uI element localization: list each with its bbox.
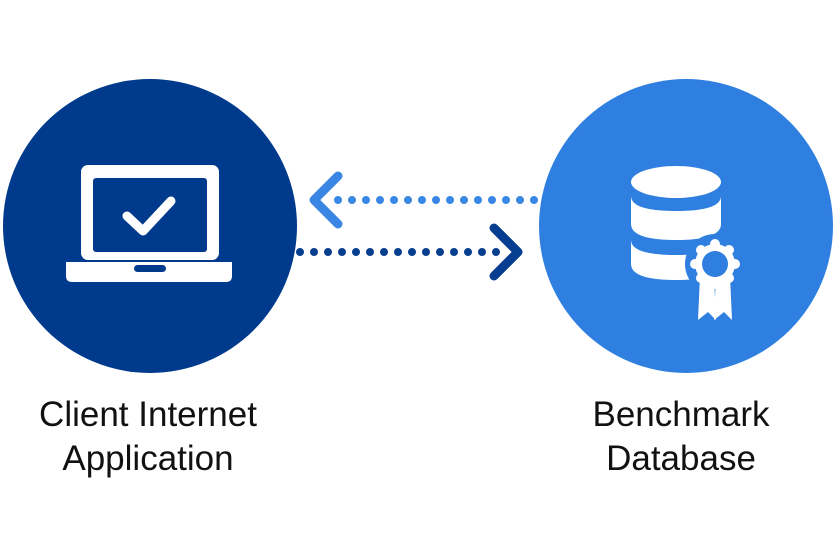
- client-label: Client Internet Application: [0, 393, 308, 481]
- database-label-line1: Benchmark: [592, 395, 770, 434]
- arrow-database-to-client: [309, 171, 544, 229]
- laptop-check-icon: [66, 165, 232, 282]
- database-node: [539, 79, 833, 373]
- arrow-client-to-database: [296, 223, 523, 281]
- database-certified-icon: [631, 166, 745, 320]
- database-label-line2: Database: [606, 439, 756, 478]
- database-label: Benchmark Database: [521, 393, 840, 481]
- client-label-line2: Application: [62, 439, 234, 478]
- client-node: [3, 79, 297, 373]
- client-label-line1: Client Internet: [39, 395, 257, 434]
